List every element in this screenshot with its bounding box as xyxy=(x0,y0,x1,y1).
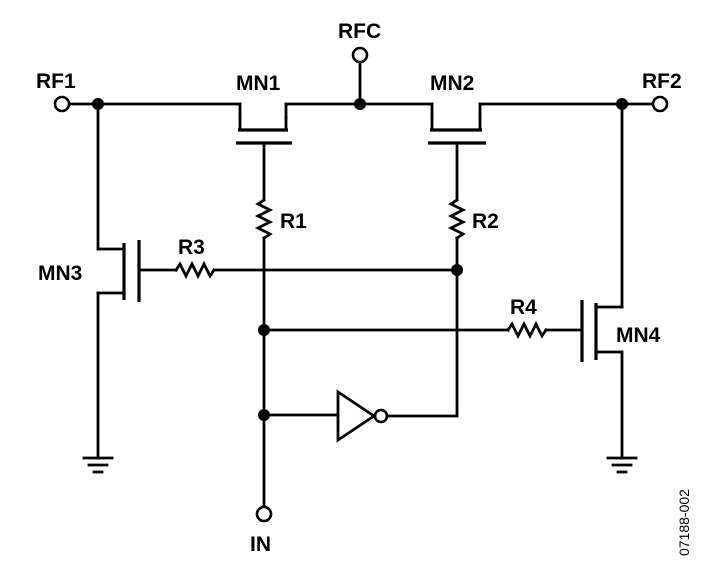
r1-resistor xyxy=(254,198,274,508)
junction-rf2 xyxy=(616,98,628,110)
label-mn4: MN4 xyxy=(616,324,661,347)
label-mn1: MN1 xyxy=(236,72,281,95)
junction-rf1 xyxy=(92,98,104,110)
r3-resistor xyxy=(137,260,459,280)
mn4-ground-symbol xyxy=(606,456,638,474)
label-r4: R4 xyxy=(510,296,537,319)
rf2-rail xyxy=(478,102,656,120)
label-mn3: MN3 xyxy=(38,262,82,285)
mn3-transistor xyxy=(82,102,141,474)
junction-inverter xyxy=(258,409,270,421)
junction-r3-r2 xyxy=(451,264,463,276)
mn2-transistor xyxy=(428,116,486,202)
label-rfc: RFC xyxy=(338,20,381,43)
figure-code: 07188-002 xyxy=(676,489,692,556)
r4-resistor xyxy=(262,320,584,340)
label-in: IN xyxy=(250,533,271,556)
terminal-in xyxy=(255,505,273,523)
terminal-rfc xyxy=(351,46,369,64)
mn4-transistor xyxy=(580,102,638,474)
junction-r4 xyxy=(258,324,270,336)
mn1-transistor xyxy=(236,116,292,202)
label-rf2: RF2 xyxy=(642,70,682,93)
label-mn2: MN2 xyxy=(430,72,474,95)
terminal-rf1 xyxy=(53,95,71,113)
label-rf1: RF1 xyxy=(36,70,76,93)
label-r1: R1 xyxy=(280,210,307,233)
label-r3: R3 xyxy=(178,236,205,259)
terminal-rf2 xyxy=(651,95,669,113)
mn3-ground-symbol xyxy=(82,456,114,474)
junction-rfc xyxy=(354,98,366,110)
inverter xyxy=(262,389,459,443)
r2-resistor xyxy=(447,198,467,417)
label-r2: R2 xyxy=(472,210,499,233)
